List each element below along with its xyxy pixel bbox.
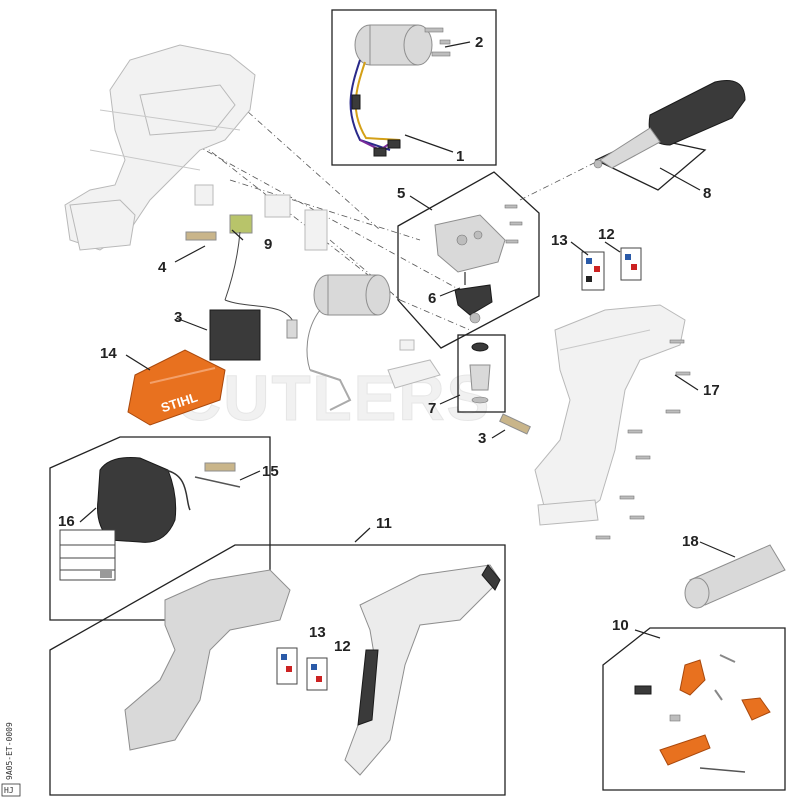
drawing-badge: HJ — [4, 786, 14, 795]
callout-17: 17 — [703, 382, 720, 399]
housing-screws — [595, 339, 691, 540]
callout-13a: 13 — [551, 232, 568, 249]
callout-11: 11 — [376, 515, 392, 532]
small-parts-box-frame — [602, 627, 786, 791]
callout-15: 15 — [262, 463, 279, 480]
pump-assembly — [434, 204, 523, 324]
callout-8: 8 — [703, 185, 711, 202]
mounting-bracket — [387, 339, 441, 389]
charger-box-frame — [49, 436, 271, 621]
callout-5: 5 — [397, 185, 405, 202]
callout-12b: 12 — [334, 638, 351, 655]
drawing-code: 9A05-ET-0009 — [5, 722, 14, 780]
spray-lance — [593, 80, 746, 169]
right-housing-half — [534, 304, 691, 540]
drawing-reference: 9A05-ET-0009 HJ — [1, 722, 21, 797]
nozzle-kit — [469, 342, 491, 404]
callout-6: 6 — [428, 290, 436, 307]
callout-9: 9 — [264, 236, 272, 253]
motor-box-frame — [331, 9, 497, 166]
callout-2: 2 — [475, 34, 483, 51]
leader-lines — [79, 41, 736, 639]
callout-3b: 3 — [478, 430, 486, 447]
callout-1: 1 — [456, 148, 464, 165]
housing-box-frame — [49, 544, 506, 796]
callout-18: 18 — [682, 533, 699, 550]
switch-and-electronics — [185, 214, 298, 361]
callout-14: 14 — [100, 345, 117, 362]
callout-10: 10 — [612, 617, 629, 634]
small-parts — [634, 654, 771, 773]
contact-strip — [499, 413, 531, 435]
motor-with-wiring — [349, 24, 451, 157]
pump-box-frame — [397, 171, 540, 349]
callout-16: 16 — [58, 513, 75, 530]
nozzle-kit-frame — [457, 334, 506, 413]
pump-motor — [306, 274, 391, 411]
callout-3a: 3 — [174, 309, 182, 326]
ghost-housing-assembly — [64, 44, 328, 251]
callout-7: 7 — [428, 400, 436, 417]
warning-labels-top — [581, 247, 642, 291]
callout-numbers: 1 2 3 3 4 5 6 7 8 9 10 11 12 12 13 13 14… — [58, 34, 720, 655]
cylinder-part — [684, 544, 786, 609]
charger-and-plug — [59, 457, 241, 581]
battery-cover: STIHL — [127, 349, 226, 426]
callout-12a: 12 — [598, 226, 615, 243]
callout-13b: 13 — [309, 624, 326, 641]
housing-set — [124, 564, 501, 776]
callout-4: 4 — [158, 259, 167, 276]
